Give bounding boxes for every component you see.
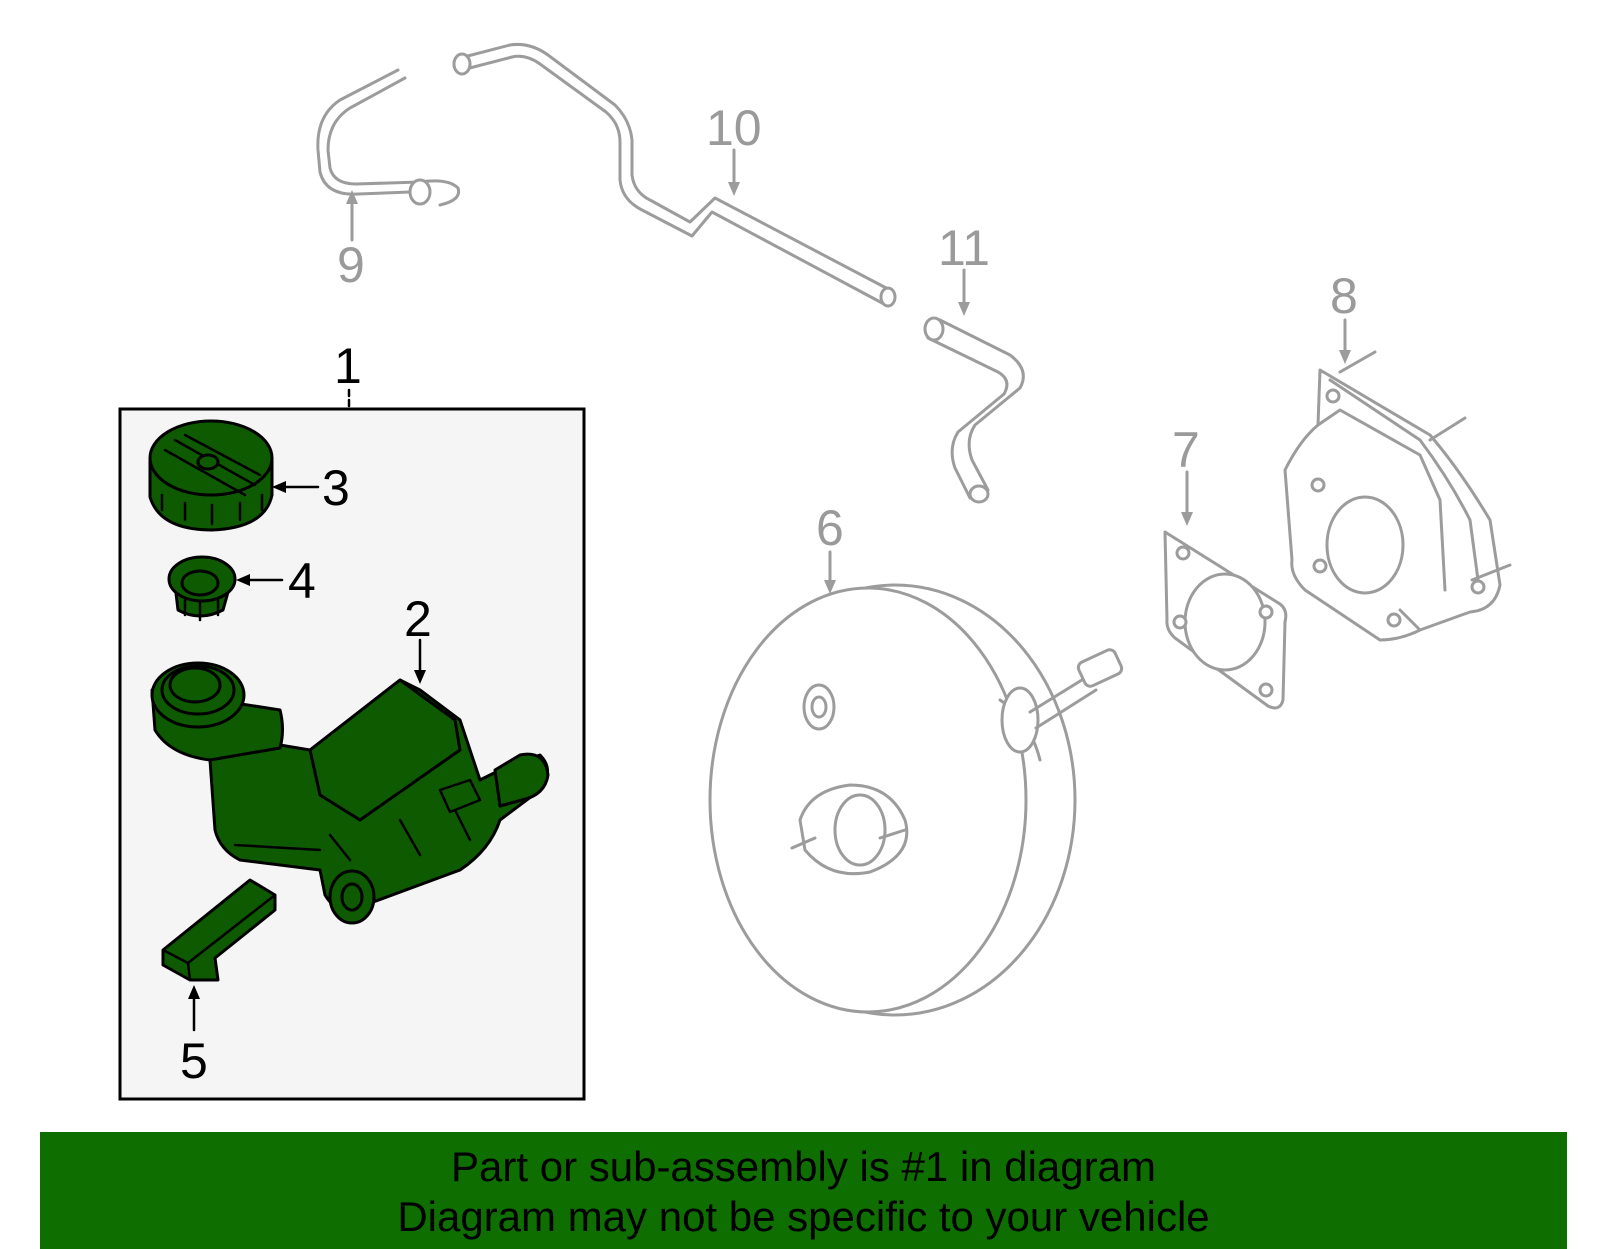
level-sensor-5[interactable] <box>161 878 277 982</box>
callout-7: 7 <box>1172 422 1200 478</box>
hose-10[interactable] <box>452 43 897 308</box>
gasket-7[interactable] <box>1163 530 1288 710</box>
callout-3: 3 <box>322 460 350 516</box>
strainer-4[interactable] <box>167 555 237 622</box>
callout-11: 11 <box>938 220 990 276</box>
hose-9[interactable] <box>316 68 461 207</box>
callout-arrows <box>188 148 1351 1032</box>
callout-4: 4 <box>288 553 316 609</box>
hose-11[interactable] <box>923 316 1025 504</box>
banner-line-1: Part or sub-assembly is #1 in diagram <box>451 1143 1156 1190</box>
callout-2: 2 <box>404 591 432 647</box>
banner-line-2: Diagram may not be specific to your vehi… <box>397 1193 1210 1240</box>
callout-6: 6 <box>816 500 844 556</box>
callout-1: 1 <box>334 338 362 394</box>
brake-booster-6[interactable] <box>708 583 1124 1017</box>
callout-5: 5 <box>180 1033 208 1089</box>
callout-9: 9 <box>337 237 365 293</box>
bracket-8[interactable] <box>1283 350 1512 642</box>
callout-10: 10 <box>706 100 762 156</box>
info-banner: Part or sub-assembly is #1 in diagram Di… <box>40 1132 1567 1249</box>
reservoir-cap-3[interactable] <box>148 419 274 532</box>
callout-8: 8 <box>1330 268 1358 324</box>
master-cylinder-2[interactable] <box>150 661 550 925</box>
